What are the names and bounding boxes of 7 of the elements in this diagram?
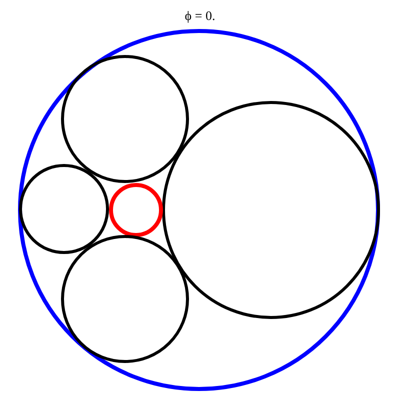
title: ϕ = 0. bbox=[184, 8, 216, 23]
circle bbox=[61, 55, 189, 183]
circle bbox=[19, 164, 109, 254]
circle bbox=[61, 235, 189, 363]
circle bbox=[109, 183, 163, 237]
circle bbox=[162, 101, 380, 319]
circle bbox=[18, 29, 380, 391]
